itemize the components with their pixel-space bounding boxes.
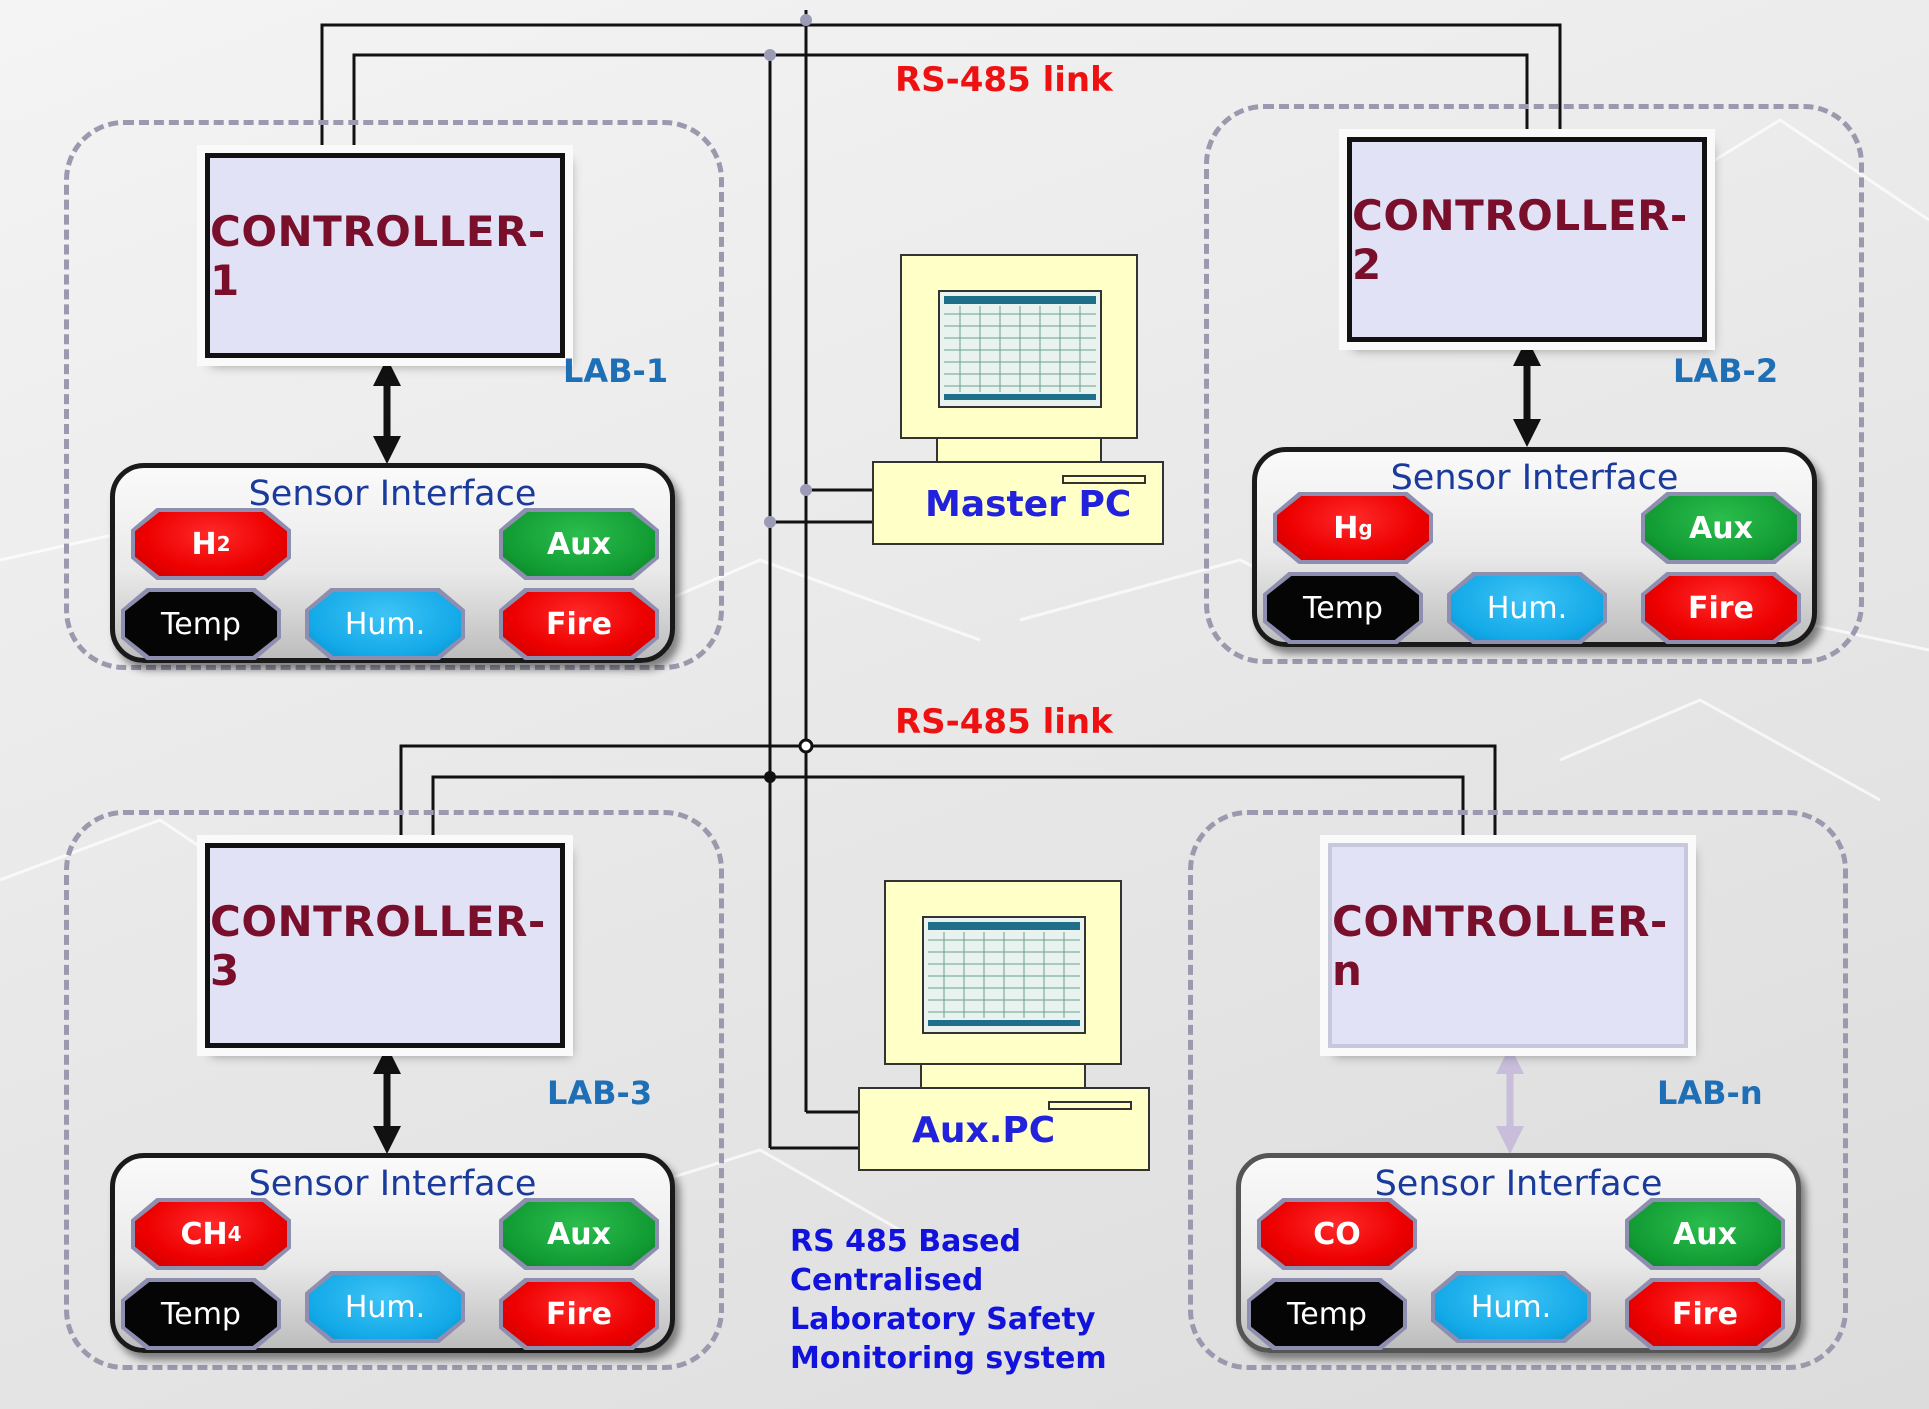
humidity-sensor-label: Hum. xyxy=(1435,1275,1587,1339)
controller-n: CONTROLLER-n xyxy=(1320,835,1696,1056)
lab-2-label: LAB-2 xyxy=(1673,352,1779,390)
master-pc-case xyxy=(872,461,1164,545)
caption-line: Monitoring system xyxy=(790,1341,1107,1376)
temp-sensor-label: Temp xyxy=(1251,1282,1403,1346)
controller-3: CONTROLLER-3 xyxy=(197,835,573,1056)
lab-n-boundary xyxy=(1188,810,1848,1370)
humidity-sensor: Hum. xyxy=(1447,572,1607,644)
sensor-interface-title: Sensor Interface xyxy=(1374,1164,1663,1204)
aux-pc-label: Aux.PC xyxy=(912,1110,1056,1151)
controller-sensor-arrows xyxy=(373,338,1541,1154)
gas-sensor-subscript: 4 xyxy=(227,1222,242,1246)
humidity-sensor: Hum. xyxy=(305,588,465,660)
rs485-link-label-middle: RS-485 link xyxy=(895,702,1113,742)
controller-1: CONTROLLER-1 xyxy=(197,145,573,366)
fire-sensor-label: Fire xyxy=(503,1282,655,1346)
fire-sensor-label: Fire xyxy=(1629,1282,1781,1346)
caption-line: Laboratory Safety xyxy=(790,1302,1096,1337)
drive-slot xyxy=(1048,1101,1132,1110)
aux-pc-monitor xyxy=(884,880,1122,1065)
master-pc-label: Master PC xyxy=(925,484,1132,525)
drive-slot xyxy=(1062,475,1146,484)
master-pc-stand xyxy=(936,437,1102,463)
humidity-sensor: Hum. xyxy=(1431,1271,1591,1343)
lab-1-label: LAB-1 xyxy=(563,352,669,390)
aux-sensor: Aux xyxy=(499,508,659,580)
fire-sensor-label: Fire xyxy=(503,592,655,656)
temp-sensor: Temp xyxy=(1247,1278,1407,1350)
aux-sensor-label: Aux xyxy=(1645,496,1797,560)
caption-line: RS 485 Based xyxy=(790,1224,1022,1259)
humidity-sensor-label: Hum. xyxy=(309,592,461,656)
sensor-interface-title: Sensor Interface xyxy=(248,474,537,514)
monitor-spreadsheet-icon xyxy=(944,296,1096,400)
fire-sensor: Fire xyxy=(499,588,659,660)
lab-1-boundary xyxy=(64,120,724,670)
gas-sensor-label: CO xyxy=(1313,1216,1361,1252)
gas-sensor-label: H xyxy=(1333,510,1359,546)
lab-2-boundary xyxy=(1204,104,1864,664)
master-pc-screen xyxy=(938,290,1102,408)
fire-sensor: Fire xyxy=(1641,572,1801,644)
aux-sensor-label: Aux xyxy=(503,1202,655,1266)
sensor-interface-title: Sensor Interface xyxy=(248,1164,537,1204)
rs485-bus-middle xyxy=(399,744,1497,838)
aux-sensor-label: Aux xyxy=(503,512,655,576)
temp-sensor-label: Temp xyxy=(1267,576,1419,640)
junction-dots xyxy=(764,14,814,783)
temp-sensor-label: Temp xyxy=(125,592,277,656)
rs485-link-label-top: RS-485 link xyxy=(895,60,1113,100)
master-pc-monitor xyxy=(900,254,1138,439)
aux-pc-case xyxy=(858,1087,1150,1171)
temp-sensor: Temp xyxy=(1263,572,1423,644)
controller-2: CONTROLLER-2 xyxy=(1339,129,1715,350)
temp-sensor: Temp xyxy=(121,588,281,660)
humidity-sensor-label: Hum. xyxy=(309,1275,461,1339)
gas-sensor-subscript: g xyxy=(1358,516,1373,540)
gas-sensor-subscript: 2 xyxy=(216,532,231,556)
rs485-bus-top xyxy=(320,10,1562,1150)
temp-sensor-label: Temp xyxy=(125,1282,277,1346)
aux-sensor: Aux xyxy=(1625,1198,1785,1270)
lab-3-label: LAB-3 xyxy=(547,1074,653,1112)
lab-3-boundary xyxy=(64,810,724,1370)
fire-sensor: Fire xyxy=(1625,1278,1785,1350)
aux-pc-stand xyxy=(920,1063,1086,1089)
monitor-spreadsheet-icon xyxy=(928,922,1080,1026)
sensor-interface-title: Sensor Interface xyxy=(1390,458,1679,498)
sensor-interface-n: Sensor Interface CO Aux Temp Hum. Fire xyxy=(1236,1153,1801,1353)
gas-sensor-label: H xyxy=(191,526,217,562)
diagram-caption: RS 485 Based Centralised Laboratory Safe… xyxy=(790,1222,1107,1378)
aux-sensor: Aux xyxy=(499,1198,659,1270)
temp-sensor: Temp xyxy=(121,1278,281,1350)
aux-sensor-label: Aux xyxy=(1629,1202,1781,1266)
humidity-sensor: Hum. xyxy=(305,1271,465,1343)
gas-sensor-label: CH xyxy=(180,1216,228,1252)
aux-sensor: Aux xyxy=(1641,492,1801,564)
gas-sensor-co: CO xyxy=(1257,1198,1417,1270)
lab-n-label: LAB-n xyxy=(1657,1074,1763,1112)
fire-sensor: Fire xyxy=(499,1278,659,1350)
aux-pc-screen xyxy=(922,916,1086,1034)
caption-line: Centralised xyxy=(790,1263,984,1298)
fire-sensor-label: Fire xyxy=(1645,576,1797,640)
humidity-sensor-label: Hum. xyxy=(1451,576,1603,640)
